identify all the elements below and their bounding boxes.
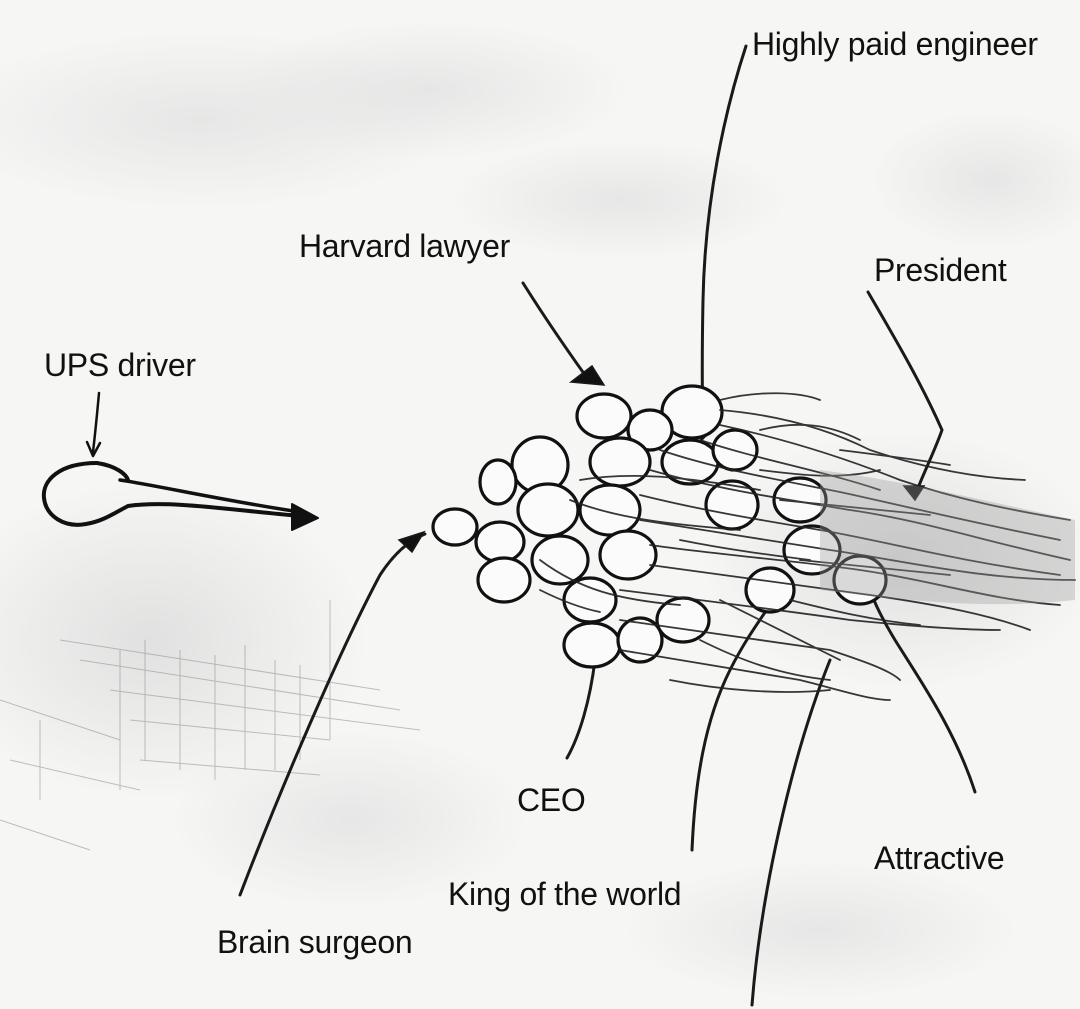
label-brain-surgeon: Brain surgeon xyxy=(217,924,412,960)
label-ceo: CEO xyxy=(517,782,585,818)
label-president: President xyxy=(874,252,1007,288)
label-ups-driver: UPS driver xyxy=(44,347,196,383)
label-king-of-the-world: King of the world xyxy=(448,876,681,912)
label-highly-paid-engineer: Highly paid engineer xyxy=(752,26,1038,62)
label-attractive: Attractive xyxy=(874,840,1004,876)
label-harvard-lawyer: Harvard lawyer xyxy=(299,228,510,264)
